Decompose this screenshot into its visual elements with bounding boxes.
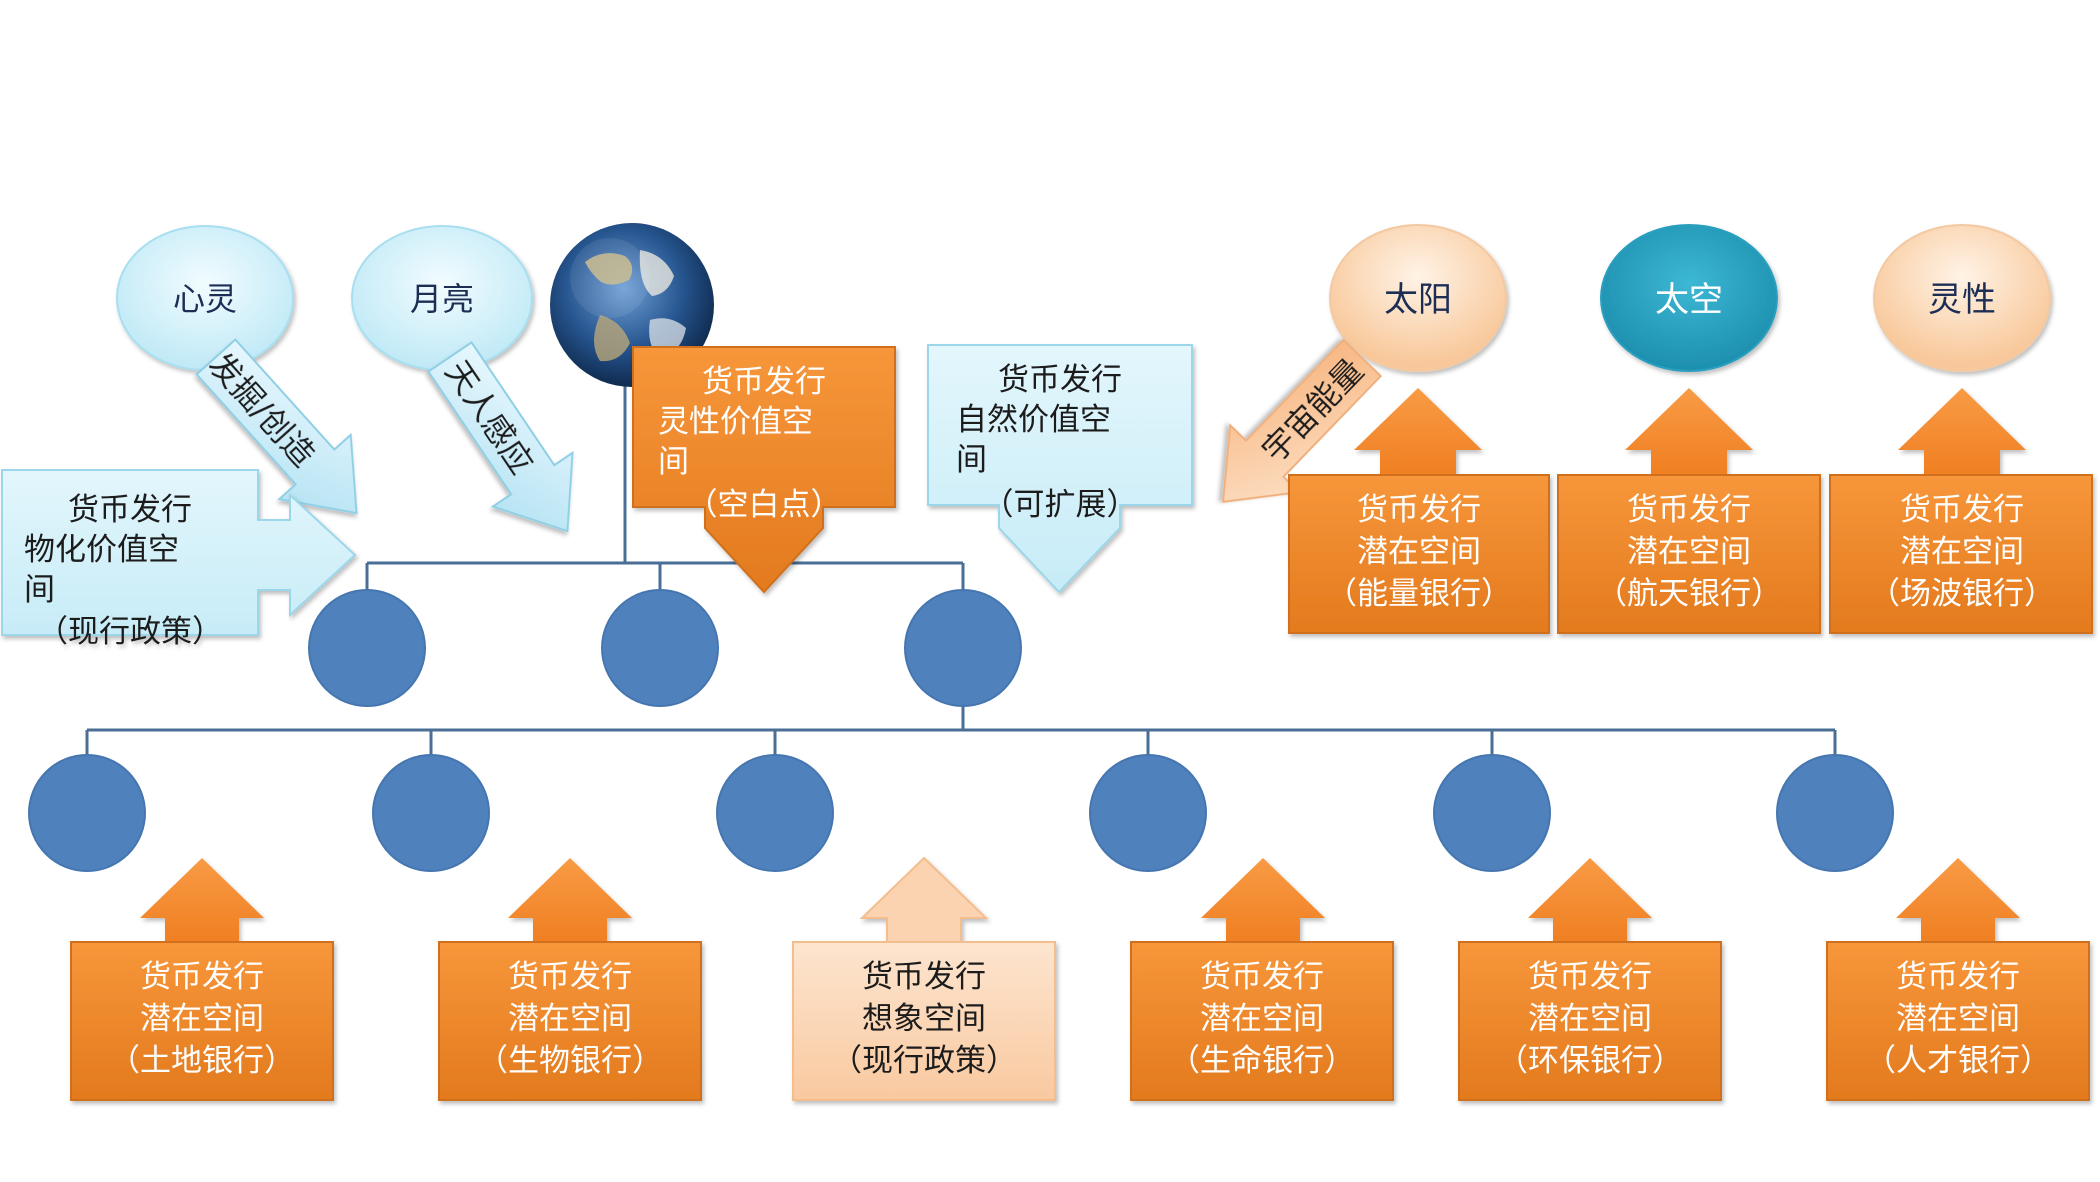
box-bio-line3: （生物银行） bbox=[477, 1043, 663, 1079]
box-material-line4: （现行政策） bbox=[37, 614, 223, 650]
bubble-spirit: 灵性 bbox=[1873, 224, 2051, 372]
box-spiritual-line4: （空白点） bbox=[687, 487, 842, 523]
box-material-value: 货币发行 物化价值空 间 （现行政策） bbox=[1, 469, 357, 650]
box-natural-line2: 自然价值空 bbox=[956, 402, 1111, 438]
box-imagination-line2: 想象空间 bbox=[862, 1001, 986, 1037]
bubble-heart-label: 心灵 bbox=[173, 280, 237, 318]
arrow-cosmic-energy-label: 宇宙能量 bbox=[1255, 351, 1371, 469]
node-bottom-5 bbox=[1433, 754, 1551, 872]
box-spiritual-line3: 间 bbox=[658, 444, 689, 480]
node-bottom-1 bbox=[28, 754, 146, 872]
box-field-wave-line2: 潜在空间 bbox=[1900, 534, 2024, 570]
bubble-sun: 太阳 bbox=[1329, 224, 1507, 372]
box-bio-line1: 货币发行 bbox=[508, 959, 632, 995]
box-land-line3: （土地银行） bbox=[109, 1043, 295, 1079]
box-eco-line1: 货币发行 bbox=[1528, 959, 1652, 995]
box-field-wave-line1: 货币发行 bbox=[1900, 492, 2024, 528]
node-bottom-4 bbox=[1089, 754, 1207, 872]
bubble-moon: 月亮 bbox=[351, 225, 533, 371]
box-bio-line2: 潜在空间 bbox=[508, 1001, 632, 1037]
box-imagination-line3: （现行政策） bbox=[831, 1043, 1017, 1079]
node-bottom-2 bbox=[372, 754, 490, 872]
middle-nodes bbox=[308, 589, 1022, 707]
box-life-line2: 潜在空间 bbox=[1200, 1001, 1324, 1037]
node-middle-2 bbox=[601, 589, 719, 707]
box-eco-line3: （环保银行） bbox=[1497, 1043, 1683, 1079]
box-energy-bank: 货币发行 潜在空间 （能量银行） bbox=[1288, 388, 1550, 634]
bubble-spirit-label: 灵性 bbox=[1928, 280, 1996, 320]
node-bottom-3 bbox=[716, 754, 834, 872]
bottom-nodes bbox=[28, 754, 1894, 872]
box-natural-line3: 间 bbox=[956, 442, 987, 478]
box-imagination: 货币发行 想象空间 （现行政策） bbox=[792, 856, 1056, 1101]
bubble-sun-label: 太阳 bbox=[1384, 280, 1452, 320]
bubble-moon-label: 月亮 bbox=[410, 280, 474, 318]
box-material-line3: 间 bbox=[24, 572, 55, 608]
box-natural-line4: （可扩展） bbox=[983, 487, 1138, 523]
box-aerospace-bank: 货币发行 潜在空间 （航天银行） bbox=[1557, 388, 1821, 634]
box-eco-line2: 潜在空间 bbox=[1528, 1001, 1652, 1037]
box-land-line2: 潜在空间 bbox=[140, 1001, 264, 1037]
node-middle-1 bbox=[308, 589, 426, 707]
box-energy-line2: 潜在空间 bbox=[1357, 534, 1481, 570]
box-life-line1: 货币发行 bbox=[1200, 959, 1324, 995]
node-bottom-6 bbox=[1776, 754, 1894, 872]
box-energy-line3: （能量银行） bbox=[1326, 576, 1512, 612]
box-land-line1: 货币发行 bbox=[140, 959, 264, 995]
box-bio-bank: 货币发行 潜在空间 （生物银行） bbox=[438, 858, 702, 1101]
box-land-bank: 货币发行 潜在空间 （土地银行） bbox=[70, 858, 334, 1101]
box-talent-bank: 货币发行 潜在空间 （人才银行） bbox=[1826, 858, 2090, 1101]
box-natural-line1: 货币发行 bbox=[998, 362, 1122, 398]
box-aerospace-line2: 潜在空间 bbox=[1627, 534, 1751, 570]
box-eco-bank: 货币发行 潜在空间 （环保银行） bbox=[1458, 858, 1722, 1101]
box-life-bank: 货币发行 潜在空间 （生命银行） bbox=[1130, 858, 1394, 1101]
box-aerospace-line3: （航天银行） bbox=[1596, 576, 1782, 612]
box-talent-line1: 货币发行 bbox=[1896, 959, 2020, 995]
box-imagination-line1: 货币发行 bbox=[862, 959, 986, 995]
box-talent-line3: （人才银行） bbox=[1865, 1043, 2051, 1079]
box-life-line3: （生命银行） bbox=[1169, 1043, 1355, 1079]
box-spiritual-line1: 货币发行 bbox=[702, 364, 826, 400]
arrow-excavate-label: 发掘/创造 bbox=[202, 345, 323, 474]
box-material-line2: 物化价值空 bbox=[24, 532, 179, 568]
box-natural-value: 货币发行 自然价值空 间 （可扩展） bbox=[927, 344, 1193, 594]
bubble-heart: 心灵 bbox=[116, 225, 294, 371]
box-spiritual-line2: 灵性价值空 bbox=[658, 404, 813, 440]
box-aerospace-line1: 货币发行 bbox=[1627, 492, 1751, 528]
box-material-line1: 货币发行 bbox=[68, 492, 192, 528]
box-energy-line1: 货币发行 bbox=[1357, 492, 1481, 528]
box-spiritual-value: 货币发行 灵性价值空 间 （空白点） bbox=[632, 346, 896, 594]
bubble-space-label: 太空 bbox=[1655, 280, 1723, 320]
box-field-wave-line3: （场波银行） bbox=[1869, 576, 2055, 612]
box-field-wave-bank: 货币发行 潜在空间 （场波银行） bbox=[1829, 388, 2093, 634]
box-talent-line2: 潜在空间 bbox=[1896, 1001, 2020, 1037]
node-middle-3 bbox=[904, 589, 1022, 707]
bubble-space: 太空 bbox=[1600, 224, 1778, 372]
